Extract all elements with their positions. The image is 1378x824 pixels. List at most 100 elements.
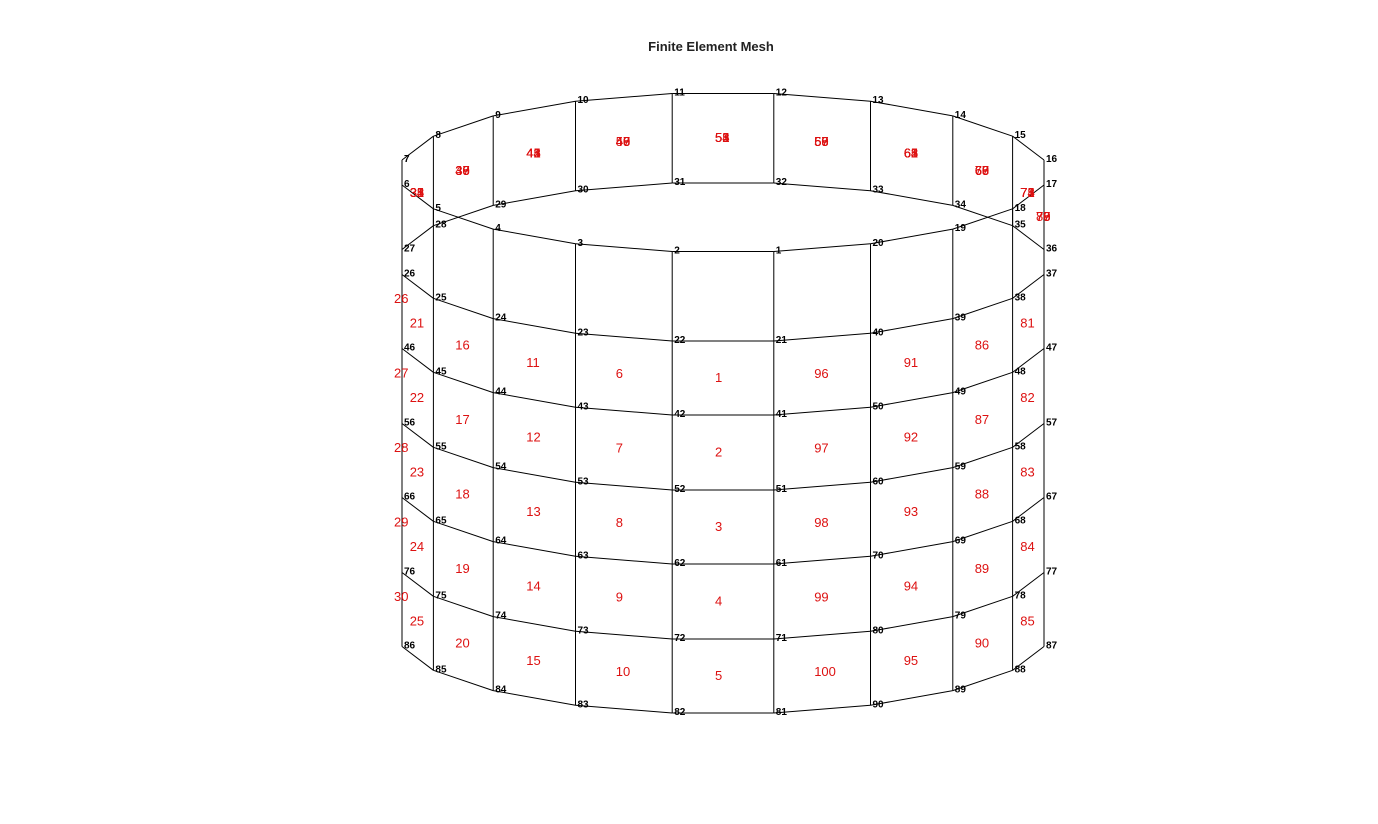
mesh-edge <box>493 190 576 206</box>
mesh-edge <box>952 595 1013 618</box>
element-label: 85 <box>1020 613 1034 628</box>
node-label: 33 <box>873 185 885 196</box>
element-label: 17 <box>455 412 469 427</box>
mesh-edge <box>773 182 871 192</box>
element-label: 49 <box>616 134 630 149</box>
element-label: 62 <box>904 145 918 160</box>
element-label: 100 <box>814 664 836 679</box>
element-label: 14 <box>526 578 540 593</box>
mesh-edge <box>870 392 953 408</box>
mesh-edge <box>952 446 1013 469</box>
node-label: 1 <box>776 246 782 257</box>
element-label: 51 <box>715 130 729 145</box>
element-label: 11 <box>526 355 540 370</box>
mesh-edge <box>773 93 871 102</box>
mesh-edge <box>870 690 953 706</box>
node-label: 58 <box>1015 441 1027 452</box>
mesh-edge <box>433 595 494 618</box>
element-label: 6 <box>616 366 623 381</box>
node-label: 65 <box>435 515 447 526</box>
element-label: 8 <box>616 515 623 530</box>
mesh-edge <box>433 115 494 137</box>
mesh-edge <box>401 135 434 161</box>
element-label: 45 <box>526 145 540 160</box>
element-label: 30 <box>394 589 408 604</box>
node-label: 89 <box>955 685 967 696</box>
mesh-edge <box>952 204 1013 227</box>
element-label: 18 <box>455 486 469 501</box>
mesh-edge <box>575 704 673 714</box>
element-label: 65 <box>904 145 918 160</box>
node-label: 27 <box>404 244 416 255</box>
element-label: 21 <box>410 315 424 330</box>
node-label: 14 <box>955 110 967 121</box>
mesh-edge <box>433 669 494 692</box>
node-label: 13 <box>873 95 885 106</box>
element-label: 59 <box>814 134 828 149</box>
element-label: 83 <box>1020 464 1034 479</box>
element-label: 43 <box>526 145 540 160</box>
element-label: 97 <box>814 441 828 456</box>
mesh-edge <box>401 225 434 250</box>
mesh-edge <box>773 243 871 252</box>
mesh-edge <box>773 481 871 491</box>
mesh-edge <box>773 406 871 416</box>
element-label: 99 <box>814 590 828 605</box>
node-label: 19 <box>955 223 967 234</box>
element-label: 20 <box>455 635 469 650</box>
mesh-edge <box>1012 184 1045 210</box>
element-label: 10 <box>616 664 630 679</box>
node-label: 32 <box>776 177 788 188</box>
mesh-edge <box>493 100 576 117</box>
node-label: 8 <box>435 130 441 141</box>
element-label: 90 <box>975 635 989 650</box>
node-label: 48 <box>1015 366 1027 377</box>
mesh-edge <box>773 555 871 565</box>
mesh-edge <box>401 274 434 299</box>
element-label: 77 <box>1036 209 1050 224</box>
mesh-edge <box>433 371 494 394</box>
element-label: 73 <box>1020 185 1034 200</box>
mesh-edge <box>401 184 434 210</box>
element-label: 63 <box>904 145 918 160</box>
node-label: 82 <box>674 707 686 718</box>
element-label: 54 <box>715 130 729 145</box>
element-label: 19 <box>455 561 469 576</box>
node-label: 10 <box>578 95 590 106</box>
node-label: 25 <box>435 292 447 303</box>
mesh-edge <box>1012 497 1045 522</box>
element-label: 82 <box>1020 390 1034 405</box>
mesh-edge <box>870 190 953 206</box>
node-label: 71 <box>776 633 788 644</box>
node-label: 6 <box>404 179 410 190</box>
mesh-edge <box>773 630 871 640</box>
node-label: 26 <box>404 269 416 280</box>
element-label: 69 <box>975 163 989 178</box>
element-label: 89 <box>975 561 989 576</box>
node-label: 54 <box>495 462 507 473</box>
mesh-edge <box>401 572 434 597</box>
mesh-edge <box>870 318 953 334</box>
node-label: 55 <box>435 441 447 452</box>
mesh-edge <box>870 100 953 117</box>
mesh-edges <box>401 93 1045 714</box>
element-label: 66 <box>975 163 989 178</box>
node-label: 51 <box>776 484 788 495</box>
node-label: 46 <box>404 343 416 354</box>
node-label: 74 <box>495 611 507 622</box>
element-label: 64 <box>904 145 918 160</box>
node-label: 22 <box>674 335 686 346</box>
node-label: 12 <box>776 88 788 99</box>
element-label: 3 <box>715 519 722 534</box>
element-label: 71 <box>1020 185 1034 200</box>
node-label: 76 <box>404 567 416 578</box>
element-label: 25 <box>410 613 424 628</box>
node-label: 30 <box>578 185 590 196</box>
element-label: 24 <box>410 539 424 554</box>
mesh-edge <box>773 704 871 714</box>
element-label: 55 <box>715 130 729 145</box>
element-label: 28 <box>394 440 408 455</box>
mesh-edge <box>1012 423 1045 448</box>
node-label: 42 <box>674 409 686 420</box>
